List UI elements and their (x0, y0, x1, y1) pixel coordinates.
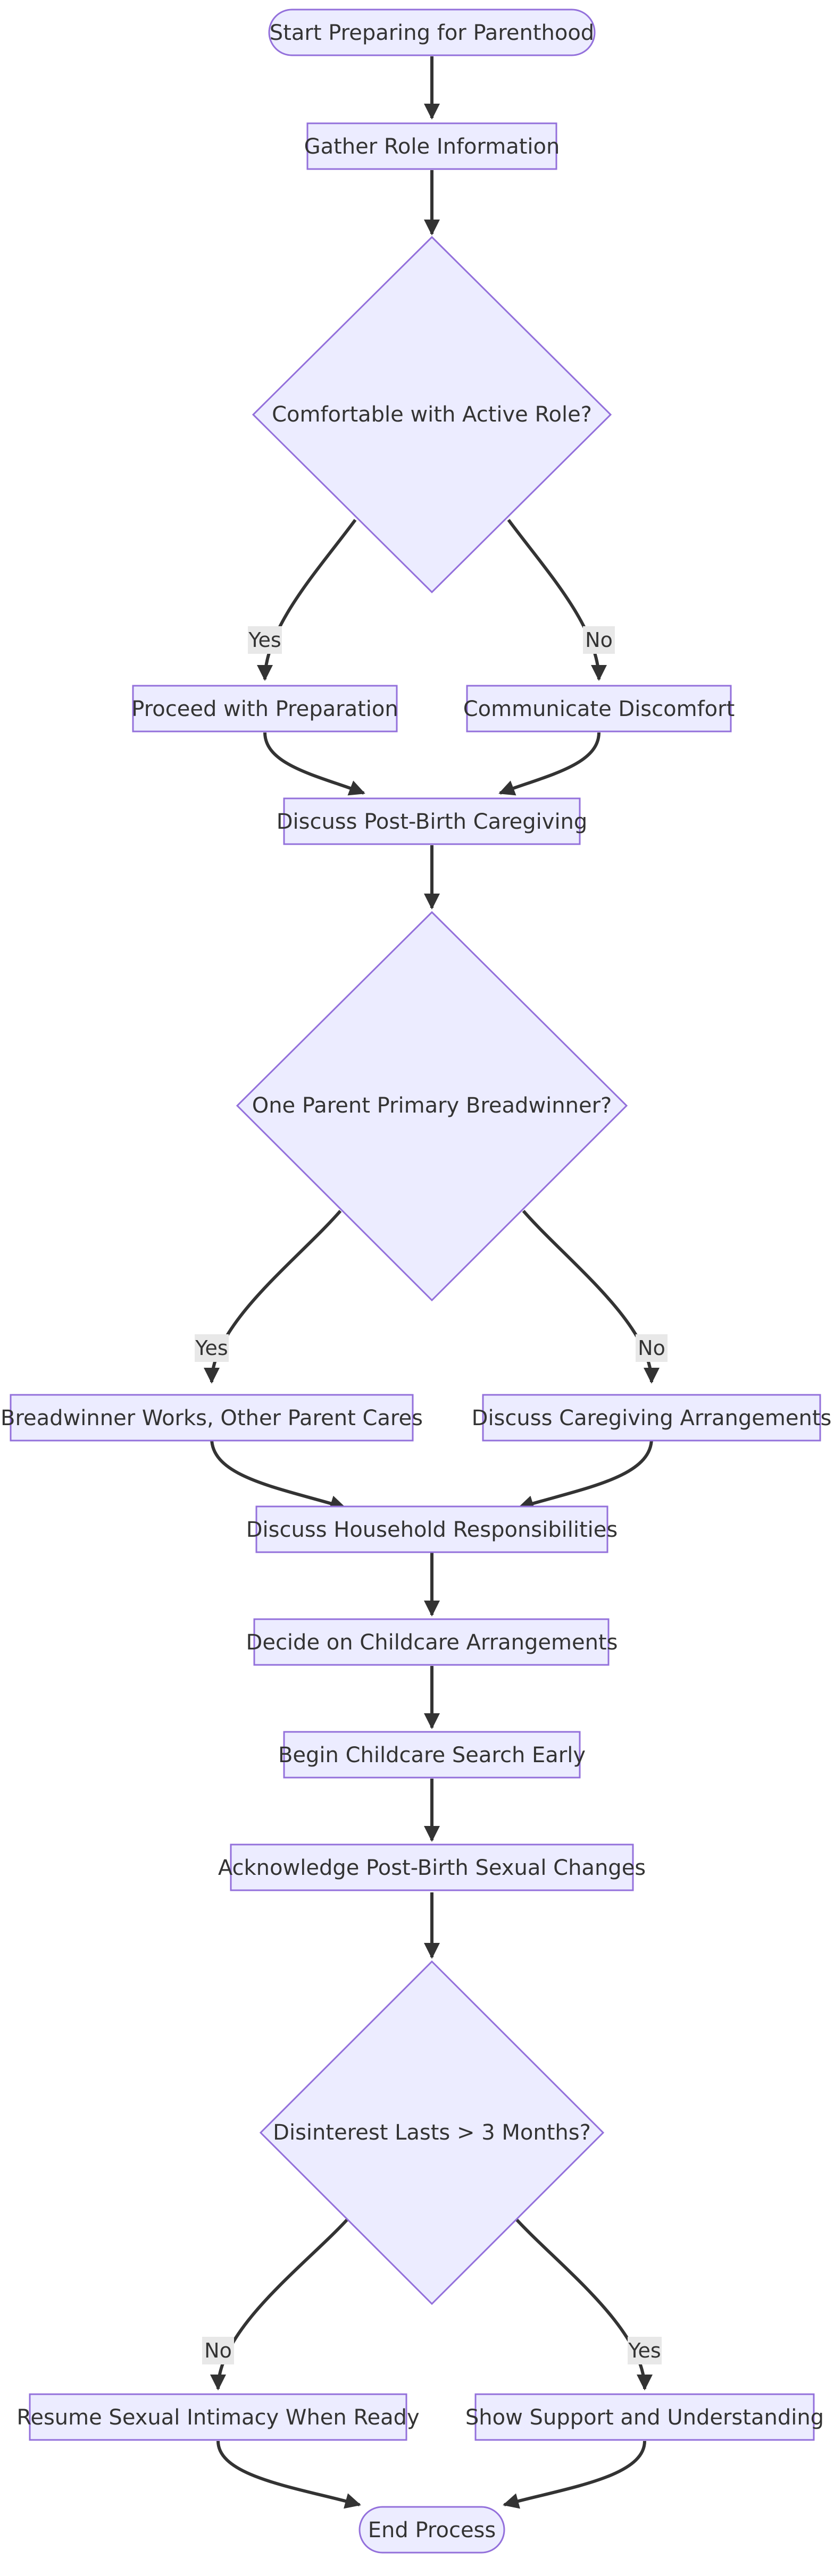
search-node-label: Begin Childcare Search Early (278, 1743, 586, 1767)
start-node-label: Start Preparing for Parenthood (270, 21, 594, 45)
breadwinner-decision (236, 911, 628, 1302)
edge-label-bg (248, 626, 282, 654)
proceed-node (132, 685, 398, 733)
edge-comfortable-communicate (507, 519, 607, 681)
edge-comfortable-proceed (257, 519, 357, 681)
acknowledge-node (230, 1843, 634, 1891)
edge-label-breadwinner-no: No (638, 1336, 665, 1360)
end-node-label: End Process (368, 2518, 496, 2543)
comfortable-decision-label: Comfortable with Active Role? (272, 402, 592, 427)
support-node-label: Show Support and Understanding (465, 2405, 824, 2430)
edge-label-bg (202, 2337, 234, 2364)
edge-disinterestq-support (513, 2216, 653, 2390)
edge-label-bg (583, 626, 615, 654)
resume-node-label: Resume Sexual Intimacy When Ready (16, 2405, 419, 2430)
resume-node (29, 2393, 407, 2441)
caregiving-node (482, 1394, 821, 1442)
edge-works-household (210, 1438, 346, 1511)
childcare-node (253, 1618, 610, 1666)
edges (204, 56, 660, 2509)
edge-label-breadwinner-yes: Yes (195, 1336, 228, 1360)
edge-breadwinnerq-caregiving (522, 1210, 660, 1384)
edge-label-bg (195, 1334, 229, 1362)
edge-support-end (503, 2440, 646, 2509)
post-birth-node (283, 797, 581, 845)
edge-resume-end (216, 2440, 361, 2509)
search-node (283, 1731, 581, 1779)
gather-node (306, 122, 557, 170)
edge-label-bg (628, 2337, 662, 2364)
breadwinner-decision-label: One Parent Primary Breadwinner? (252, 1093, 612, 1118)
edge-label-disinterest-yes: Yes (628, 2339, 661, 2362)
support-node (474, 2393, 815, 2441)
caregiving-node-label: Discuss Caregiving Arrangements (472, 1406, 832, 1430)
edge-breadwinnerq-works (204, 1210, 342, 1384)
household-node (255, 1505, 608, 1553)
breadwinner-works-node-label: Breadwinner Works, Other Parent Cares (1, 1406, 423, 1430)
gather-node-label: Gather Role Information (304, 134, 560, 159)
nodes: Start Preparing for Parenthood Gather Ro… (1, 9, 832, 2554)
post-birth-node-label: Discuss Post-Birth Caregiving (277, 810, 588, 834)
communicate-node-label: Communicate Discomfort (463, 697, 735, 721)
edge-caregiving-household (518, 1438, 653, 1511)
disinterest-decision (259, 1960, 605, 2305)
acknowledge-node-label: Acknowledge Post-Birth Sexual Changes (218, 1856, 646, 1880)
edge-label-comfortable-no: No (585, 628, 613, 652)
comfortable-decision (252, 235, 612, 594)
edge-label-comfortable-yes: Yes (248, 628, 281, 652)
household-node-label: Discuss Household Responsibilities (246, 1518, 618, 1542)
edge-labels: Yes No Yes No No Yes (195, 626, 668, 2364)
end-node (358, 2506, 505, 2554)
edge-label-bg (636, 1334, 668, 1362)
edge-communicate-postbirth (498, 732, 601, 796)
proceed-node-label: Proceed with Preparation (131, 697, 398, 721)
disinterest-decision-label: Disinterest Lasts > 3 Months? (273, 2120, 591, 2145)
communicate-node (466, 685, 732, 733)
edge-disinterestq-resume (210, 2216, 351, 2390)
edge-label-disinterest-no: No (204, 2339, 232, 2362)
edge-proceed-postbirth (263, 732, 365, 796)
childcare-node-label: Decide on Childcare Arrangements (246, 1630, 618, 1655)
breadwinner-works-node (10, 1394, 414, 1442)
start-node (268, 9, 596, 56)
